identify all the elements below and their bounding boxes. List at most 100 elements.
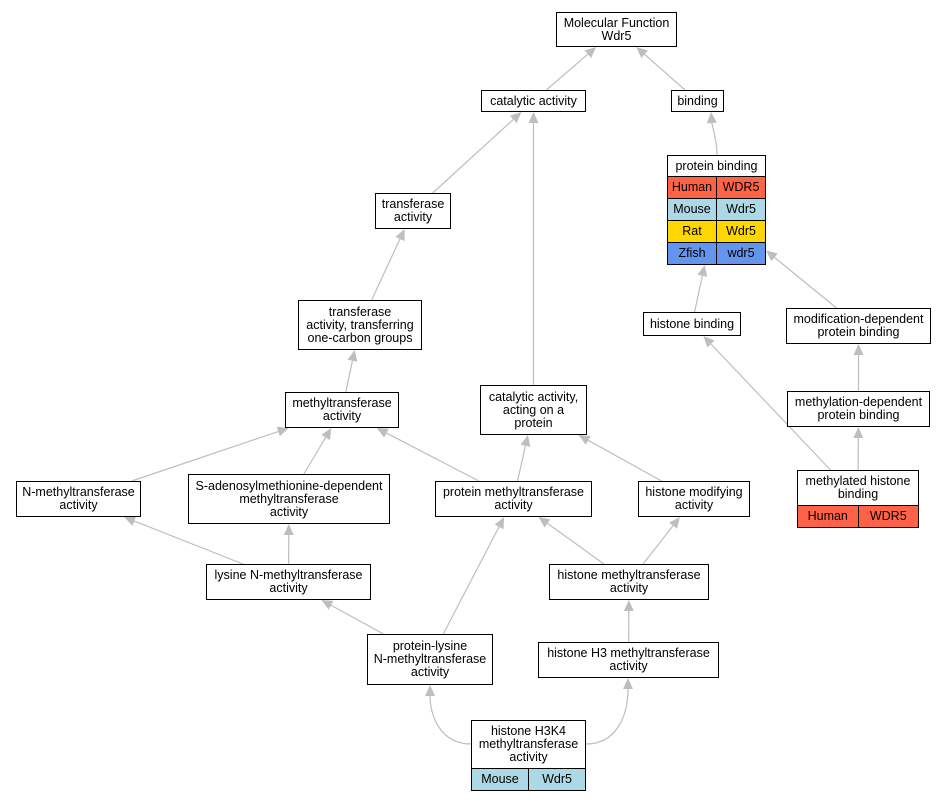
go-term-label: protein binding <box>675 158 758 173</box>
go-term-label: methyltransferase activity <box>292 396 392 423</box>
go-term-label: protein methyltransferase activity <box>442 485 585 512</box>
species-cell: Human <box>671 180 713 194</box>
go-term-mdpb[interactable]: modification-dependent protein binding <box>786 308 931 344</box>
go-term-hb[interactable]: histone binding <box>643 312 741 336</box>
go-term-tocg[interactable]: transferase activity, transferring one-c… <box>298 300 422 350</box>
edge-pmt-to-cap-arrowhead <box>520 435 531 447</box>
species-cell: Mouse <box>481 772 519 786</box>
gene-cell: Wdr5 <box>716 199 765 220</box>
go-term-cat[interactable]: catalytic activity <box>481 90 586 112</box>
edge-trans-to-cat <box>432 118 514 194</box>
edge-plnmt-to-pmt-arrowhead <box>494 517 505 530</box>
species-cell: Rat <box>682 224 702 238</box>
edge-pb-to-bind-arrowhead <box>706 112 717 124</box>
edge-mdpb-to-pb-arrowhead <box>766 250 778 262</box>
edge-hmt-to-hma-arrowhead <box>669 517 680 529</box>
go-term-cap[interactable]: catalytic activity, acting on a protein <box>480 385 587 435</box>
gene-cell: Wdr5 <box>716 221 765 242</box>
edge-cap-to-cat-arrowhead <box>528 112 539 123</box>
edge-bind-to-mf <box>644 53 686 91</box>
edge-nmt-to-mt <box>131 430 279 482</box>
go-term-lnmt[interactable]: lysine N-methyltransferase activity <box>206 564 371 600</box>
go-term-mt[interactable]: methyltransferase activity <box>285 392 399 428</box>
go-term-label: protein-lysine N-methyltransferase activ… <box>373 639 487 679</box>
edge-hmt-to-pmt <box>547 522 605 565</box>
edge-pb-to-bind <box>711 122 718 156</box>
go-term-label: transferase activity, transferring one-c… <box>306 304 414 345</box>
go-term-hma[interactable]: histone modifying activity <box>638 481 750 517</box>
go-term-medpb[interactable]: methylation-dependent protein binding <box>787 391 930 427</box>
go-term-nmt[interactable]: N-methyltransferase activity <box>16 481 141 517</box>
go-term-label: methylated histone binding <box>805 474 911 501</box>
go-term-hmt[interactable]: histone methyltransferase activity <box>549 564 709 600</box>
edge-lnmt-to-sam-arrowhead <box>283 524 294 536</box>
go-term-label: lysine N-methyltransferase activity <box>214 568 363 595</box>
edge-cat-to-mf <box>545 53 589 91</box>
go-term-pmt[interactable]: protein methyltransferase activity <box>435 481 592 517</box>
edge-tocg-to-trans-arrowhead <box>395 229 405 242</box>
go-term-label: Molecular Function Wdr5 <box>563 15 670 43</box>
edge-hma-to-cap <box>587 439 662 482</box>
edge-lnmt-to-nmt-arrowhead <box>124 516 137 526</box>
edge-nmt-to-mt-arrowhead <box>276 426 289 437</box>
edge-tocg-to-trans <box>371 238 401 301</box>
edge-pmt-to-cap <box>516 445 527 482</box>
edge-hmt-to-pmt-arrowhead <box>538 517 551 528</box>
go-term-label: histone H3 methyltransferase activity <box>547 646 710 673</box>
go-term-label: histone H3K4 methyltransferase activity <box>478 724 579 764</box>
go-term-plnmt[interactable]: protein-lysine N-methyltransferase activ… <box>367 634 493 685</box>
go-term-label: catalytic activity, acting on a protein <box>488 389 579 430</box>
annotation-row: Human WDR5 <box>798 505 918 527</box>
go-term-sam[interactable]: S-adenosylmethionine-dependent methyltra… <box>188 474 390 524</box>
go-term-label: N-methyltransferase activity <box>22 485 135 512</box>
edge-h3mt-to-hmt-arrowhead <box>623 600 634 612</box>
edge-h3k4-to-plnmt <box>429 695 472 745</box>
edge-mhb-to-hb <box>710 343 831 471</box>
edge-hmt-to-hma <box>642 525 674 565</box>
go-term-trans[interactable]: transferase activity <box>375 193 451 229</box>
edge-bind-to-mf-arrowhead <box>636 47 648 59</box>
go-term-label: methylation-dependent protein binding <box>794 395 923 422</box>
edge-hb-to-pb <box>693 275 703 313</box>
go-term-label: histone binding <box>649 316 735 331</box>
go-term-label: S-adenosylmethionine-dependent methyltra… <box>195 478 383 519</box>
species-cell: Mouse <box>673 202 711 216</box>
edge-mt-to-tocg-arrowhead <box>347 350 358 362</box>
edge-h3k4-to-h3mt-arrowhead <box>623 678 633 689</box>
go-term-label: histone methyltransferase activity <box>557 568 701 595</box>
annotation-row: Mouse Wdr5 <box>668 198 765 220</box>
species-cell: Zfish <box>678 246 706 260</box>
edge-sam-to-mt <box>303 437 327 475</box>
edge-plnmt-to-pmt <box>442 526 500 635</box>
edge-trans-to-cat-arrowhead <box>509 112 522 124</box>
edge-plnmt-to-lnmt <box>330 604 384 635</box>
go-term-mf[interactable]: Molecular Function Wdr5 <box>556 12 677 47</box>
go-term-h3mt[interactable]: histone H3 methyltransferase activity <box>538 642 719 678</box>
edge-medpb-to-mdpb-arrowhead <box>853 344 864 355</box>
edge-cat-to-mf-arrowhead <box>584 47 597 58</box>
edge-mdpb-to-pb <box>774 256 837 309</box>
gene-cell: WDR5 <box>857 506 919 527</box>
species-cell: Human <box>807 509 848 523</box>
go-term-label: transferase activity <box>381 197 445 224</box>
annotation-row: Mouse Wdr5 <box>472 768 585 790</box>
gene-cell: Wdr5 <box>528 769 585 790</box>
edge-hb-to-pb-arrowhead <box>697 265 708 277</box>
edge-pmt-to-mt <box>386 432 480 482</box>
edge-mt-to-tocg <box>345 360 354 393</box>
go-term-label: binding <box>677 93 718 108</box>
go-term-bind[interactable]: binding <box>671 90 724 112</box>
edge-mhb-to-hb-arrowhead <box>703 336 715 348</box>
go-term-label: modification-dependent protein binding <box>793 312 924 339</box>
edge-sam-to-mt-arrowhead <box>321 428 332 441</box>
edge-hma-to-cap-arrowhead <box>578 435 591 445</box>
go-term-label: catalytic activity <box>490 93 577 108</box>
gene-cell: WDR5 <box>716 177 765 198</box>
